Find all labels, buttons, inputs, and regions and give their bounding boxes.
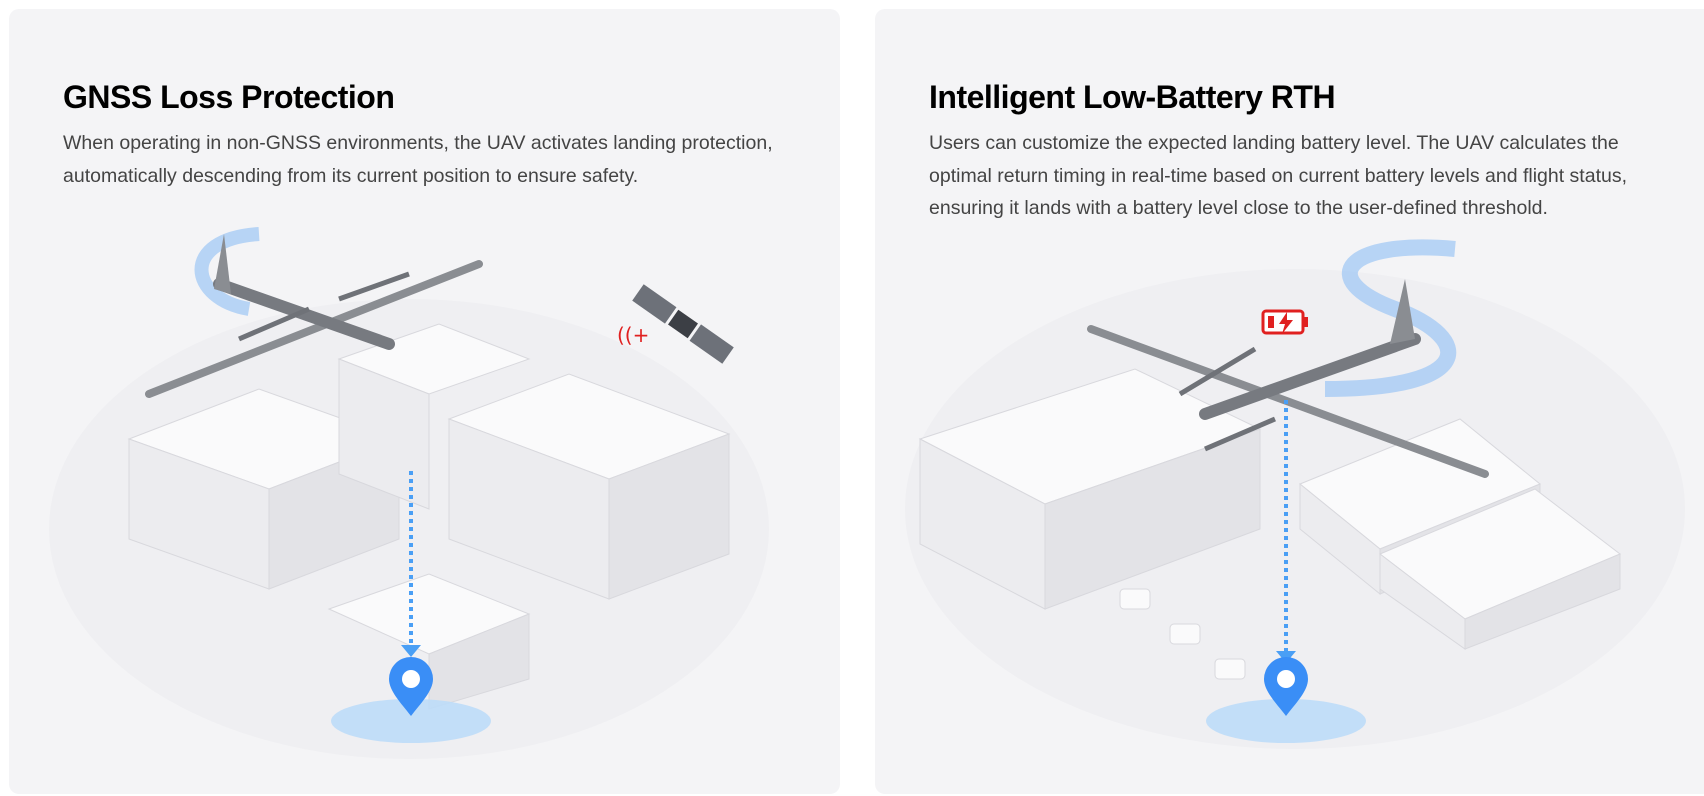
- feature-card-low-battery-rth: Intelligent Low-Battery RTH Users can cu…: [875, 9, 1704, 794]
- card-title: Intelligent Low-Battery RTH: [929, 79, 1336, 115]
- rth-illustration: [905, 239, 1685, 749]
- flight-path-graphic: [1324, 239, 1457, 397]
- low-battery-icon: [1261, 309, 1308, 335]
- card-title: GNSS Loss Protection: [63, 79, 395, 115]
- flight-path-graphic: [194, 227, 260, 316]
- drone-graphic: [145, 234, 483, 398]
- card-description: Users can customize the expected landing…: [929, 132, 1628, 219]
- card-description: When operating in non-GNSS environments,…: [63, 132, 773, 187]
- signal-lost-icon: ((+: [617, 323, 649, 347]
- buildings-graphic: [127, 323, 731, 710]
- satellite-icon: [632, 284, 734, 364]
- buildings-graphic: [918, 368, 1621, 680]
- location-pin-icon: [1264, 657, 1308, 716]
- feature-card-gnss-loss-protection: ((+ GNSS Loss Protection When operating …: [9, 9, 840, 794]
- landing-zone: [1206, 699, 1366, 743]
- gnss-illustration: ((+: [49, 227, 769, 759]
- landing-zone: [331, 699, 491, 743]
- location-pin-icon: [389, 657, 433, 716]
